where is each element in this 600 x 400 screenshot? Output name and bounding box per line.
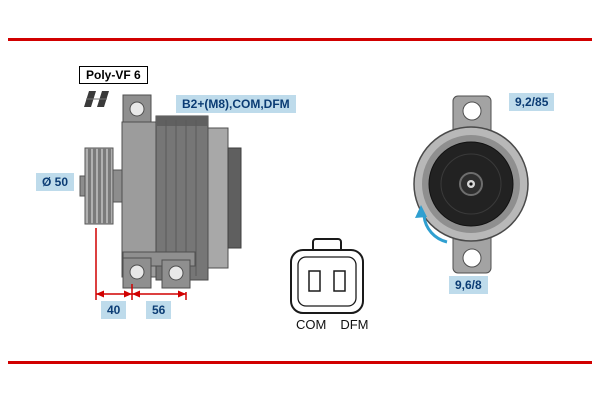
rotation-direction-arrow-icon (415, 205, 448, 244)
alternator-rear-view (413, 95, 529, 274)
mount-dimension-top-label: 9,2/85 (509, 93, 555, 111)
top-rule (8, 38, 592, 41)
connector-outline-drawing (290, 238, 364, 314)
pulley-diameter-label: Ø 50 (36, 173, 75, 191)
connector-pin-com (308, 270, 321, 292)
dimension-40-label: 40 (101, 301, 127, 319)
terminals-label: B2+(M8),COM,DFM (176, 95, 296, 113)
connector-pin-label-dfm: DFM (340, 317, 369, 332)
connector-pin-label-com: COM (296, 317, 327, 332)
connector-pin-labels: COM DFM (296, 317, 369, 332)
bottom-rule (8, 361, 592, 364)
housing (121, 94, 242, 289)
pulley (79, 147, 114, 225)
belt-profile-icon (84, 91, 109, 107)
connector-pin-dfm (333, 270, 346, 292)
shaft-spacer (112, 169, 123, 203)
alternator-side-view (79, 91, 242, 300)
dimension-lines (95, 228, 187, 300)
belt-type-label: Poly-VF 6 (79, 66, 148, 84)
mount-dimension-bottom-label: 9,6/8 (449, 276, 488, 294)
dimension-56-label: 56 (146, 301, 172, 319)
